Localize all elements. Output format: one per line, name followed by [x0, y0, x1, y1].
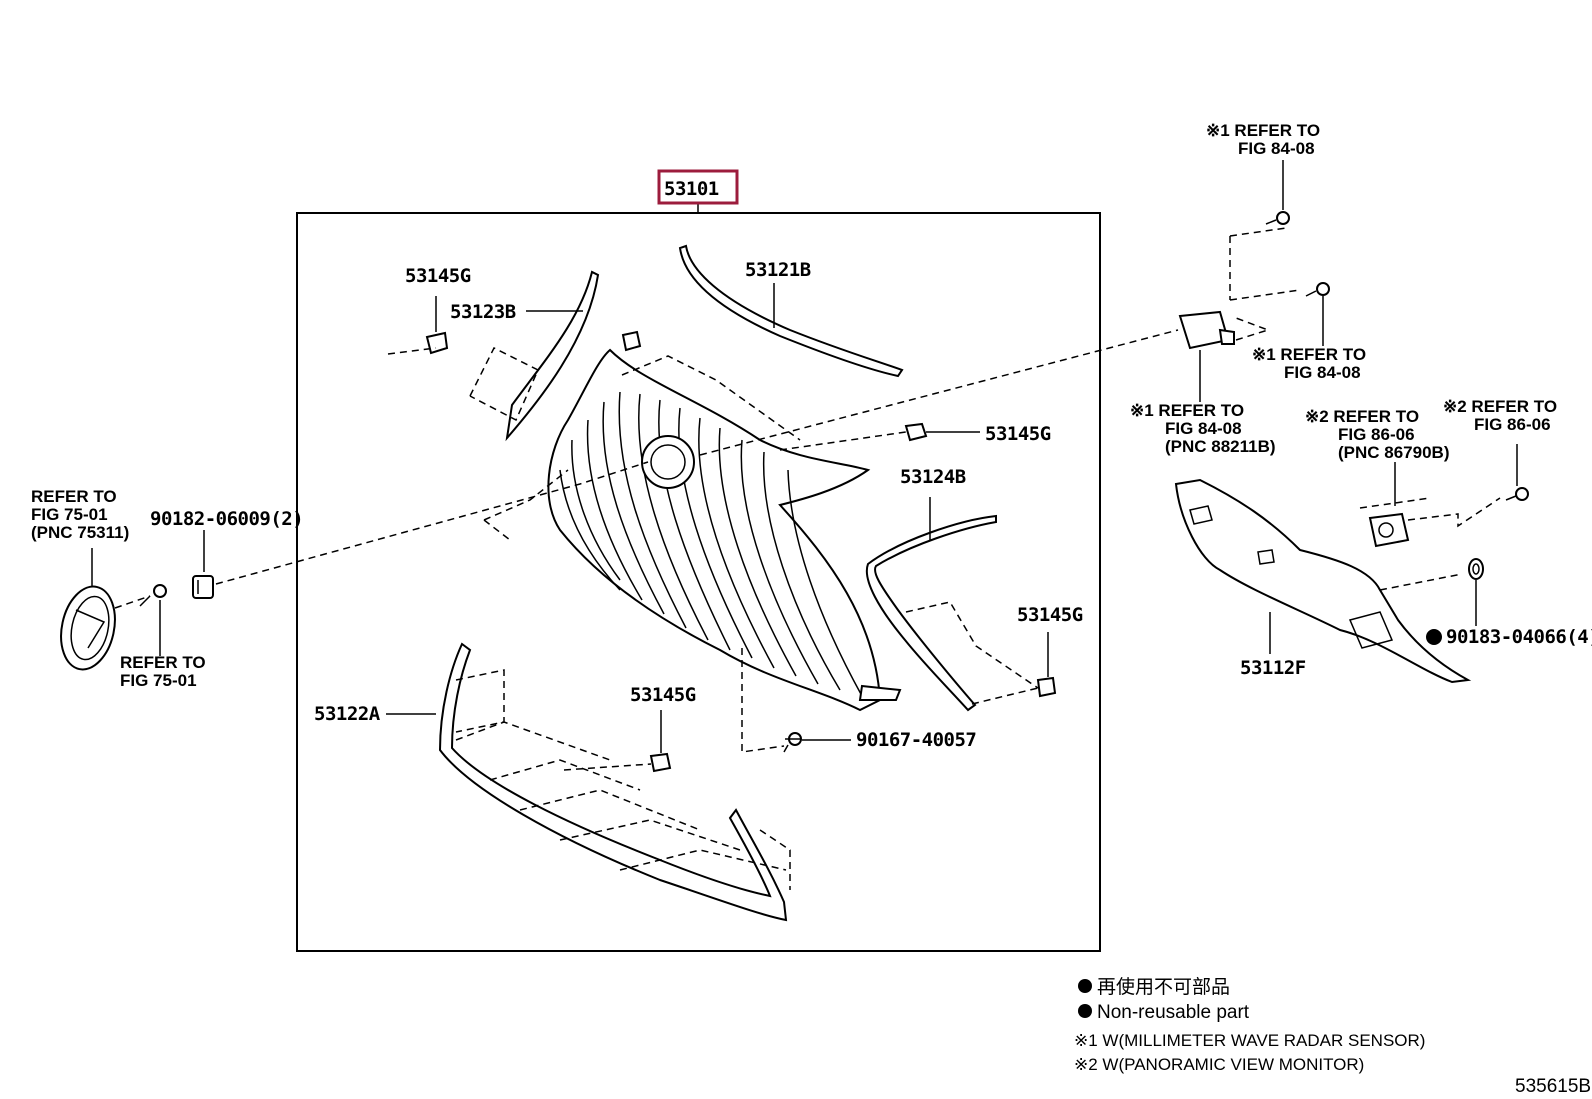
radiator-grille — [547, 330, 902, 712]
ref-radar-left-1: ※1 REFER TO — [1130, 401, 1244, 420]
lower-molding-53122a — [438, 642, 788, 922]
camera-bolt — [1505, 487, 1529, 501]
washer-90183-04066 — [1468, 558, 1484, 580]
ref-radar-right-1: ※1 REFER TO — [1252, 345, 1366, 364]
radar-bolt-right — [1305, 282, 1330, 297]
legend-bullet-1 — [1078, 979, 1092, 993]
figure-id: 535615B — [1515, 1076, 1591, 1097]
label-53145g-c[interactable]: 53145G — [1017, 604, 1083, 626]
ref-radar-left-3: (PNC 88211B) — [1165, 437, 1276, 456]
ref-emblem-top-1: REFER TO — [31, 487, 117, 506]
radar-sensor — [1178, 310, 1235, 350]
grille-slats — [559, 391, 863, 697]
non-reusable-marker — [1426, 629, 1442, 645]
ref-radar-top-1: ※1 REFER TO — [1206, 121, 1320, 140]
main-part-number: 53101 — [664, 178, 719, 200]
legend-note-2: ※2 W(PANORAMIC VIEW MONITOR) — [1074, 1055, 1364, 1074]
legend-bullet-2 — [1078, 1004, 1092, 1018]
label-53121b[interactable]: 53121B — [745, 259, 811, 281]
main-part-53101[interactable]: 53101 — [657, 169, 739, 205]
label-90167-40057[interactable]: 90167-40057 — [856, 729, 977, 751]
label-53123b[interactable]: 53123B — [450, 301, 516, 323]
label-90183-04066[interactable]: 90183-04066(4) — [1446, 626, 1592, 648]
emblem-screw — [139, 584, 167, 607]
nut-90182-06009 — [192, 575, 214, 599]
ref-emblem-bottom-2: FIG 75-01 — [120, 671, 197, 690]
ref-camera-left-3: (PNC 86790B) — [1338, 443, 1450, 462]
ref-camera-left-1: ※2 REFER TO — [1305, 407, 1419, 426]
main-part-highlight — [657, 169, 739, 205]
clip-53145g-lower-right — [1036, 676, 1057, 698]
legend-line-1: 再使用不可部品 — [1097, 976, 1230, 998]
clip-53145g-right — [904, 422, 928, 442]
label-53124b[interactable]: 53124B — [900, 466, 966, 488]
label-53145g-a[interactable]: 53145G — [405, 265, 471, 287]
ref-camera-right-2: FIG 86-06 — [1474, 415, 1551, 434]
support-53112f — [1174, 478, 1472, 684]
label-53145g-d[interactable]: 53145G — [630, 684, 696, 706]
label-53112f[interactable]: 53112F — [1240, 657, 1306, 679]
ref-camera-right-1: ※2 REFER TO — [1443, 397, 1557, 416]
ref-emblem-top-2: FIG 75-01 — [31, 505, 108, 524]
legend-line-2: Non-reusable part — [1097, 1002, 1250, 1023]
ref-emblem-bottom-1: REFER TO — [120, 653, 206, 672]
label-53122a[interactable]: 53122A — [314, 703, 381, 725]
radar-bolt-top — [1265, 211, 1290, 225]
ref-radar-right-2: FIG 84-08 — [1284, 363, 1361, 382]
screw-90167-40057 — [783, 732, 802, 753]
camera-unit — [1368, 512, 1410, 548]
label-90182-06009[interactable]: 90182-06009(2) — [150, 508, 304, 530]
upper-molding-53121b — [678, 244, 904, 378]
ref-emblem-top-3: (PNC 75311) — [31, 523, 129, 542]
ref-camera-left-2: FIG 86-06 — [1338, 425, 1415, 444]
ref-radar-top-2: FIG 84-08 — [1238, 139, 1315, 158]
clip-53145g-upper-left — [425, 331, 449, 355]
ref-radar-left-2: FIG 84-08 — [1165, 419, 1242, 438]
legend-note-1: ※1 W(MILLIMETER WAVE RADAR SENSOR) — [1074, 1031, 1425, 1050]
clip-53145g-lower — [649, 752, 672, 773]
lexus-emblem — [60, 585, 116, 671]
side-molding-53123b — [505, 270, 600, 442]
label-53145g-b[interactable]: 53145G — [985, 423, 1051, 445]
side-molding-53124b — [865, 514, 997, 712]
